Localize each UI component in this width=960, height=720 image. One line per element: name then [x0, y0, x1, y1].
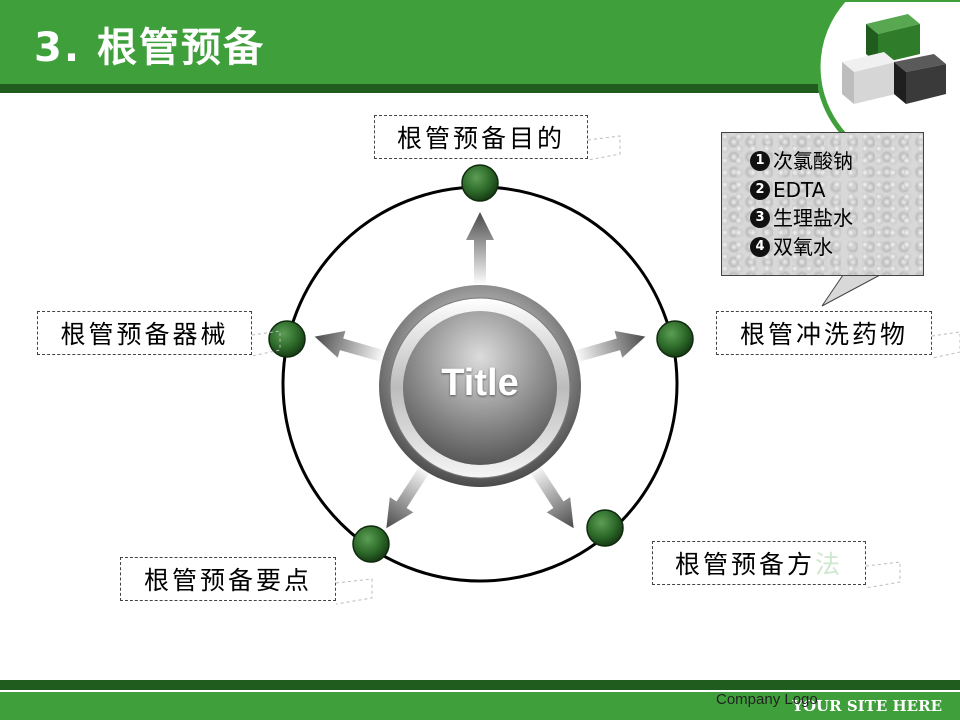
- number-badge-icon: 2: [750, 179, 770, 200]
- label-bottom-left[interactable]: 根管预备要点: [120, 557, 336, 601]
- label-right-text: 根管冲洗药物: [739, 320, 908, 349]
- arrow-bottom-right: [528, 463, 574, 529]
- footer-bar: [0, 692, 960, 720]
- label-right[interactable]: 根管冲洗药物: [716, 311, 932, 355]
- cube-logo-icon: [818, 2, 960, 132]
- arrow-bottom-left: [386, 463, 432, 529]
- arrow-top: [466, 212, 494, 285]
- header-bar: [0, 0, 960, 84]
- list-item-text: EDTA: [773, 177, 826, 202]
- center-disc: [403, 311, 557, 465]
- label-bottom-left-text: 根管预备要点: [143, 566, 312, 595]
- list-item-text: 次氯酸钠: [773, 149, 853, 173]
- number-badge-icon: 3: [750, 208, 770, 229]
- label-bottom-right-text: 根管预备方: [674, 550, 815, 579]
- center-title: Title: [441, 362, 519, 404]
- footer-divider: [0, 680, 960, 690]
- list-item-text: 生理盐水: [773, 206, 853, 230]
- number-badge-icon: 4: [750, 236, 770, 257]
- list-item-text: 双氧水: [773, 234, 833, 259]
- header-divider: [0, 84, 960, 93]
- node-bottom-left: [352, 525, 390, 563]
- label-bottom-right[interactable]: 根管预备方法: [652, 541, 866, 585]
- node-top: [461, 164, 499, 202]
- arrow-right: [573, 330, 646, 363]
- arrow-left: [314, 330, 387, 363]
- label-top-text: 根管预备目的: [396, 124, 565, 153]
- label-bottom-right-faint: 法: [815, 550, 844, 579]
- label-left[interactable]: 根管预备器械: [37, 311, 252, 355]
- slide-title: 3. 根管预备: [34, 25, 265, 71]
- label-top[interactable]: 根管预备目的: [374, 115, 588, 159]
- callout-pointer: [821, 274, 881, 307]
- node-left: [268, 320, 306, 358]
- node-bottom-right: [586, 509, 624, 547]
- site-text[interactable]: YOUR SITE HERE: [792, 697, 942, 715]
- label-left-text: 根管预备器械: [60, 320, 229, 349]
- number-badge-icon: 1: [750, 151, 770, 172]
- company-logo: Company Logo: [716, 691, 818, 708]
- node-right: [656, 320, 694, 358]
